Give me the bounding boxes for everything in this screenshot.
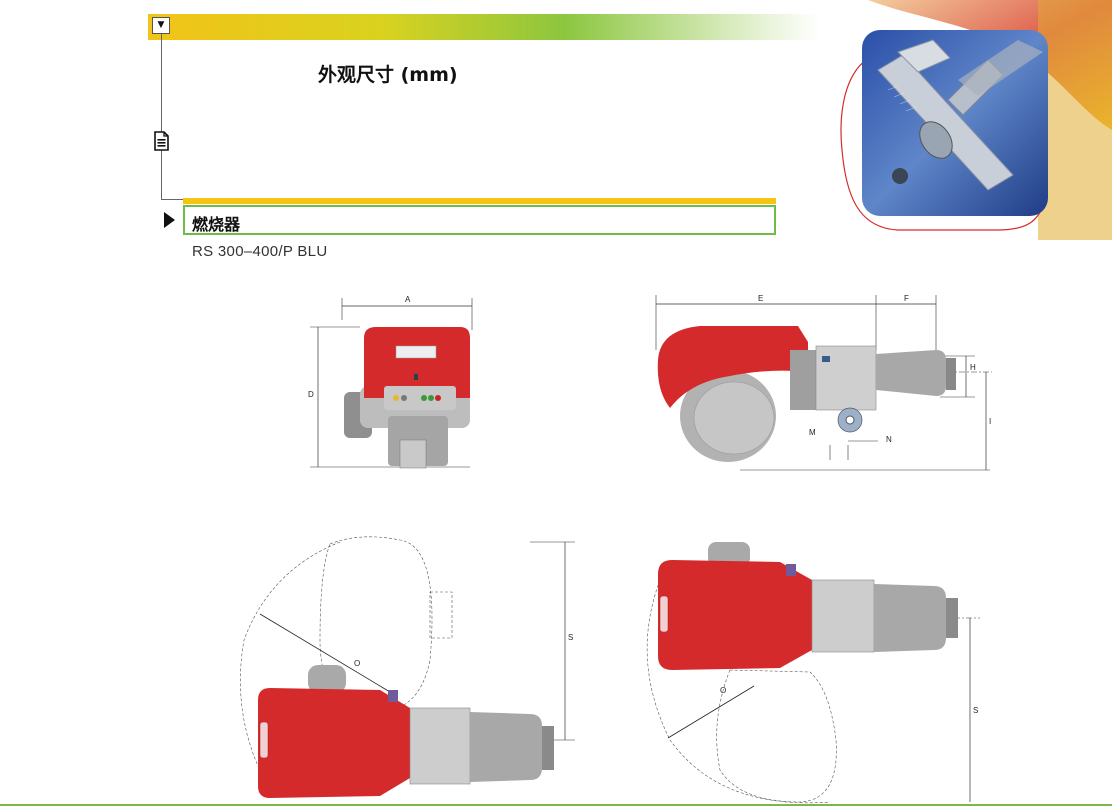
tree-connector-vertical — [161, 34, 162, 200]
model-name: RS 300–400/P BLU — [192, 243, 328, 260]
tree-connector-horizontal — [161, 199, 183, 200]
play-triangle-icon[interactable] — [164, 212, 175, 228]
section-label: 燃烧器 — [192, 215, 241, 234]
triangle-down-icon: ▼ — [157, 20, 165, 30]
dim-label-m: M — [809, 428, 816, 437]
footer-divider — [0, 804, 1112, 806]
dim-label-a: A — [405, 295, 411, 304]
section-header-burner[interactable] — [183, 205, 776, 235]
burner-open-view-right-diagram: O S — [646, 542, 980, 804]
header-band — [148, 14, 820, 40]
section-header-accent — [183, 198, 776, 204]
dim-label-o-left: O — [354, 659, 360, 668]
dim-label-d: D — [308, 390, 314, 399]
burner-open-view-left-diagram: O S — [240, 536, 575, 798]
burner-side-view-diagram: E F H I M N — [655, 294, 992, 471]
document-icon[interactable] — [153, 131, 170, 151]
burner-front-view-diagram: A D — [308, 295, 473, 469]
dim-label-o-right: O — [720, 686, 726, 695]
dim-label-e: E — [758, 294, 763, 303]
dim-label-h: H — [970, 363, 976, 372]
collapse-toggle-button[interactable]: ▼ — [152, 17, 170, 34]
dim-label-f: F — [904, 294, 909, 303]
page-title: 外观尺寸 (mm) — [318, 64, 458, 86]
dim-label-n: N — [886, 435, 892, 444]
calipers-photo — [840, 0, 1112, 240]
dim-label-i: I — [989, 417, 991, 426]
dim-label-s-left: S — [568, 633, 573, 642]
dim-label-s-right: S — [973, 706, 978, 715]
